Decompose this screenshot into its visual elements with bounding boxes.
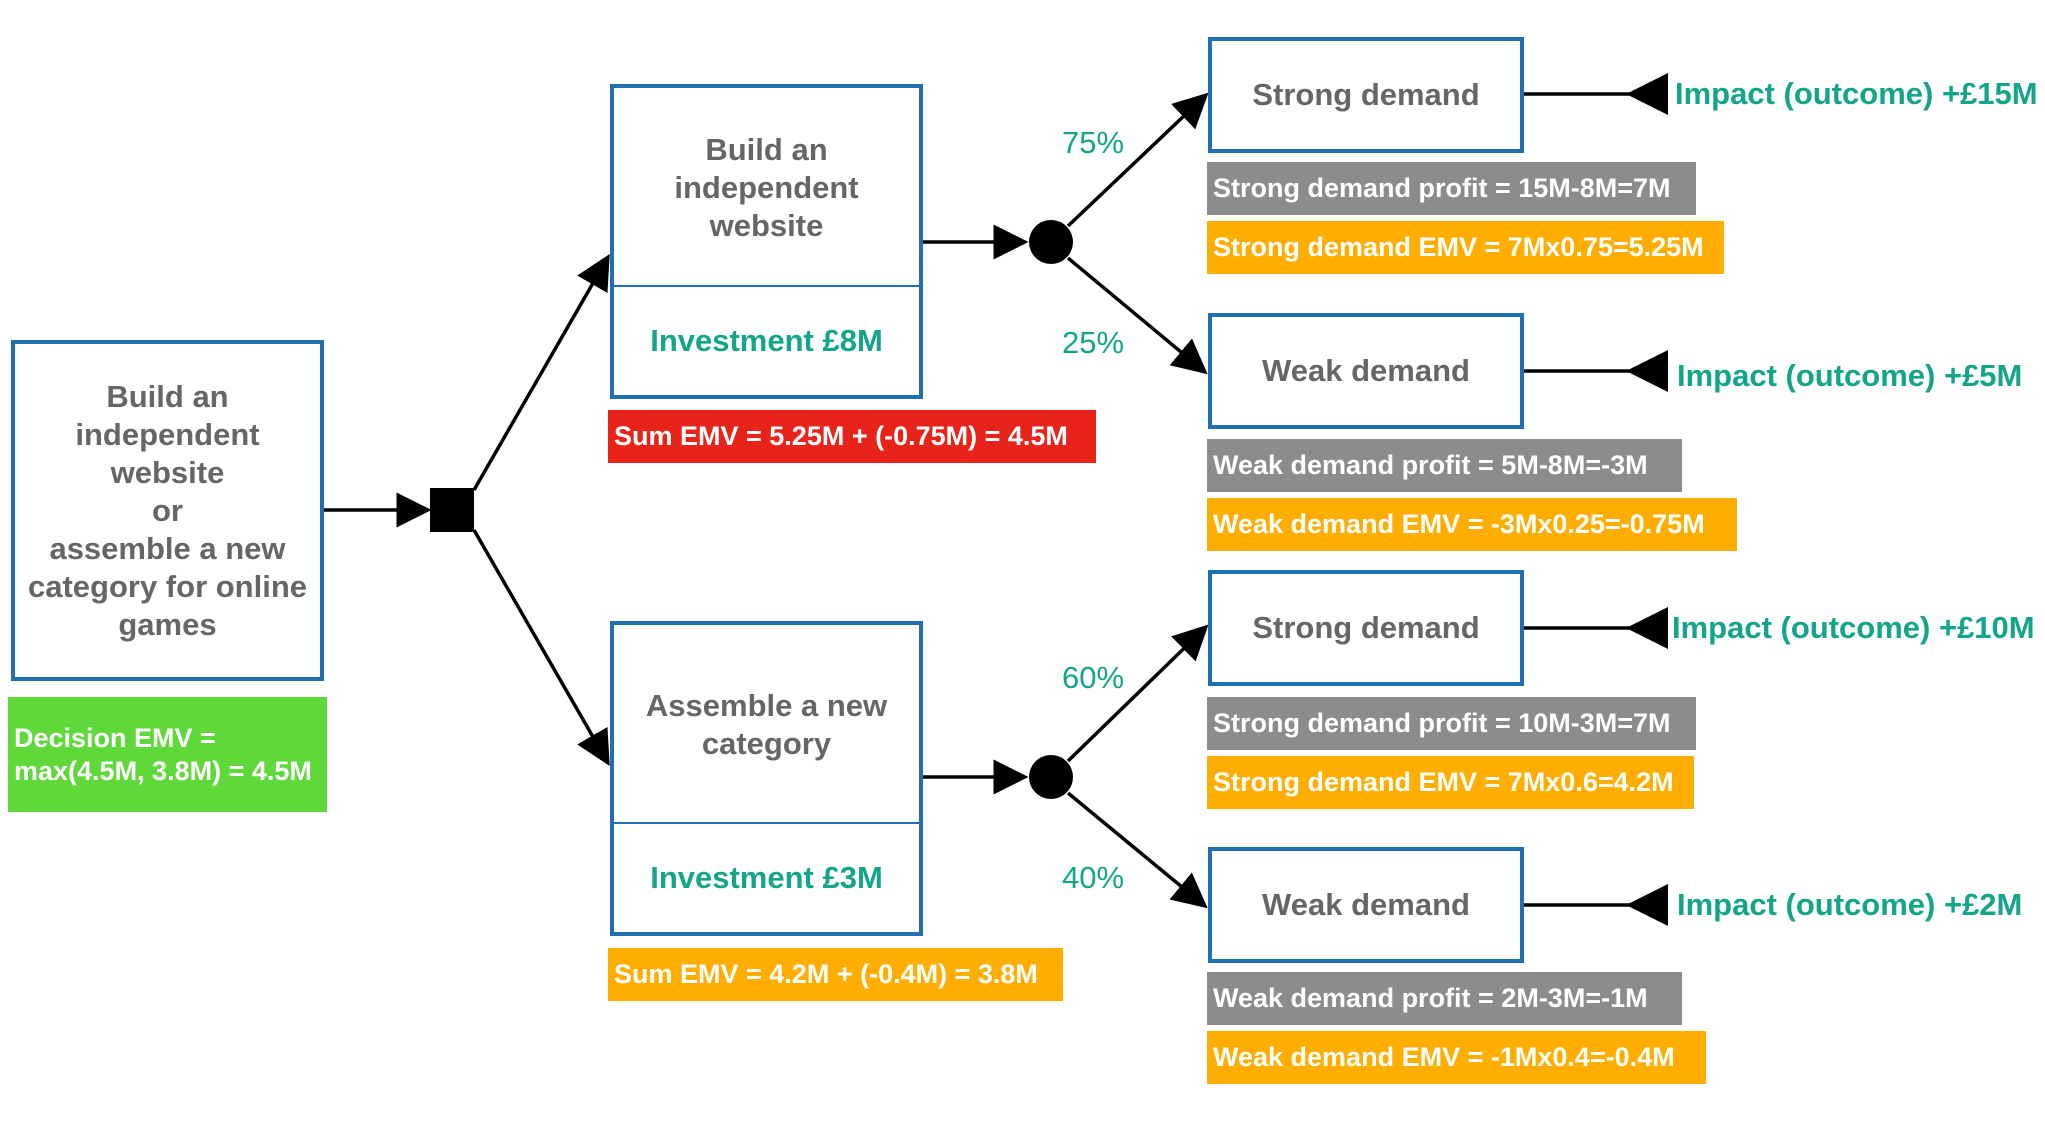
option-1-box: Build an independent website [610,84,923,289]
terminal-triangle-4 [1626,884,1668,926]
profit-tag: Weak demand profit = 5M-8M=-3M [1207,439,1682,492]
terminal-triangle-3 [1626,607,1668,649]
probability-label: 25% [1062,325,1125,360]
link-chance-1-weak [1066,256,1208,375]
option-2-sum-emv-tag: Sum EMV = 4.2M + (-0.4M) = 3.8M [608,948,1063,1001]
outcome-emv-tag: Strong demand EMV = 7Mx0.6=4.2M [1207,756,1694,809]
decision-emv-tag: Decision EMV = max(4.5M, 3.8M) = 4.5M [8,697,327,812]
terminal-triangle-1 [1626,73,1668,115]
link-chance-1-strong [1066,92,1209,228]
option-1-sum-emv-tag: Sum EMV = 5.25M + (-0.75M) = 4.5M [608,410,1096,463]
impact-label: Impact (outcome) +£2M [1677,887,2023,922]
probability-label: 40% [1062,860,1125,895]
chance-node-2 [1029,755,1073,799]
terminal-triangle-2 [1626,350,1668,392]
option-2-investment-box: Investment £3M [610,822,923,936]
impact-label: Impact (outcome) +£10M [1672,610,2035,645]
link-chance-2-weak [1066,791,1208,909]
outcome-strong-demand-box: Strong demand [1208,37,1524,153]
probability-label: 60% [1062,660,1125,695]
link-chance-2-strong [1066,624,1209,763]
outcome-emv-tag: Weak demand EMV = -3Mx0.25=-0.75M [1207,498,1737,551]
decision-square-node [430,488,474,532]
profit-tag: Strong demand profit = 10M-3M=7M [1207,697,1696,750]
profit-tag: Strong demand profit = 15M-8M=7M [1207,162,1696,215]
option-1-investment-box: Investment £8M [610,285,923,399]
outcome-emv-tag: Strong demand EMV = 7Mx0.75=5.25M [1207,221,1724,274]
outcome-weak-demand-box: Weak demand [1208,313,1524,429]
decision-root-box: Build an independent website or assemble… [11,340,324,681]
impact-label: Impact (outcome) +£5M [1677,358,2023,393]
link-decision-to-option-2 [472,529,610,767]
link-decision-to-option-1 [472,253,610,491]
profit-tag: Weak demand profit = 2M-3M=-1M [1207,972,1682,1025]
chance-node-1 [1029,220,1073,264]
outcome-emv-tag: Weak demand EMV = -1Mx0.4=-0.4M [1207,1031,1706,1084]
probability-label: 75% [1062,125,1125,160]
outcome-strong-demand-box: Strong demand [1208,570,1524,686]
impact-label: Impact (outcome) +£15M [1675,76,2038,111]
option-2-box: Assemble a new category [610,621,923,826]
outcome-weak-demand-box: Weak demand [1208,847,1524,963]
